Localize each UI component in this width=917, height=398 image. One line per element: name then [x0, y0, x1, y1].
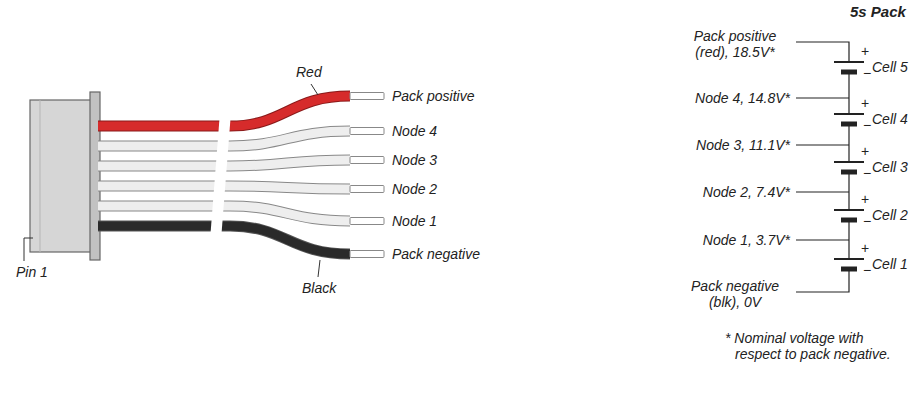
- wire-tips: [350, 93, 384, 258]
- cell-label: Cell 4: [872, 111, 908, 127]
- wire-color-label: Red: [296, 64, 322, 80]
- connector-flange: [90, 92, 100, 260]
- node-voltage: Pack negative (blk), 0V: [680, 278, 790, 310]
- polarity-sign: −: [863, 262, 871, 278]
- wire-name: Node 1: [392, 213, 437, 229]
- cell-label: Cell 1: [872, 256, 908, 272]
- connector-housing: [30, 100, 92, 252]
- wire-name: Node 4: [392, 123, 437, 139]
- wire-name: Pack positive: [392, 88, 474, 104]
- polarity-sign: −: [863, 117, 871, 133]
- cell-label: Cell 3: [872, 159, 908, 175]
- black-leader: [318, 260, 320, 277]
- red-leader: [311, 84, 318, 95]
- pin1-leader: [24, 238, 33, 261]
- polarity-sign: −: [863, 165, 871, 181]
- node-voltage: Node 1, 3.7V*: [640, 232, 790, 248]
- cell-label: Cell 2: [872, 207, 908, 223]
- node-voltage: Node 2, 7.4V*: [640, 184, 790, 200]
- schematic-title: 5s Pack: [850, 4, 906, 20]
- node-voltage: Node 4, 14.8V*: [640, 90, 790, 106]
- pack-schematic: [796, 42, 864, 292]
- housing-edge: [40, 100, 41, 252]
- node-voltage: Pack positive (red), 18.5V*: [680, 28, 790, 60]
- break-mark: [210, 112, 231, 240]
- wire-name: Pack negative: [392, 246, 480, 262]
- polarity-sign: +: [861, 143, 869, 159]
- polarity-sign: +: [861, 240, 869, 256]
- wire-name: Node 2: [392, 181, 437, 197]
- polarity-sign: −: [863, 65, 871, 81]
- polarity-sign: +: [861, 95, 869, 111]
- wire-name: Node 3: [392, 152, 437, 168]
- cell-label: Cell 5: [872, 59, 908, 75]
- polarity-sign: +: [861, 43, 869, 59]
- pin-label: Pin 1: [16, 264, 48, 280]
- wire-bundle: [98, 96, 350, 254]
- footnote: * Nominal voltage with respect to pack n…: [725, 330, 913, 362]
- polarity-sign: −: [863, 213, 871, 229]
- polarity-sign: +: [861, 191, 869, 207]
- cell-plates: [834, 62, 864, 269]
- node-voltage: Node 3, 11.1V*: [640, 137, 790, 153]
- wire-color-label: Black: [302, 280, 336, 296]
